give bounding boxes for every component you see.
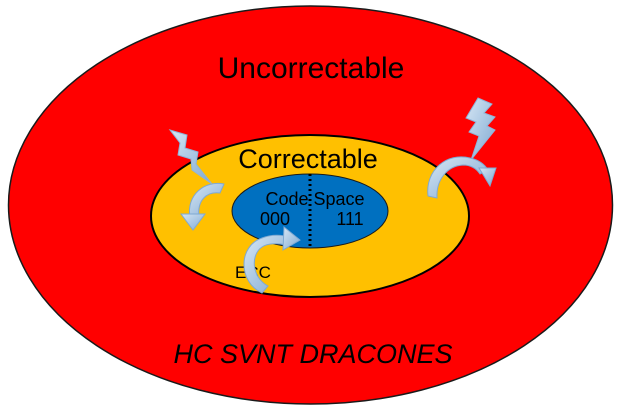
- codeword-111: 111: [336, 209, 363, 229]
- curved-arrow-icon: [427, 156, 497, 199]
- correctable-label: Correctable: [238, 144, 378, 174]
- uncorrectable-label: Uncorrectable: [218, 52, 405, 85]
- codeword-000: 000: [260, 209, 290, 229]
- curved-arrow-icon: [243, 225, 301, 294]
- curved-arrow-icon: [180, 182, 225, 231]
- motto-label: HC SVNT DRACONES: [173, 339, 452, 369]
- code-label: Code: [265, 189, 308, 209]
- lightning-bolt-icon: [465, 97, 496, 161]
- space-label: Space: [313, 189, 364, 209]
